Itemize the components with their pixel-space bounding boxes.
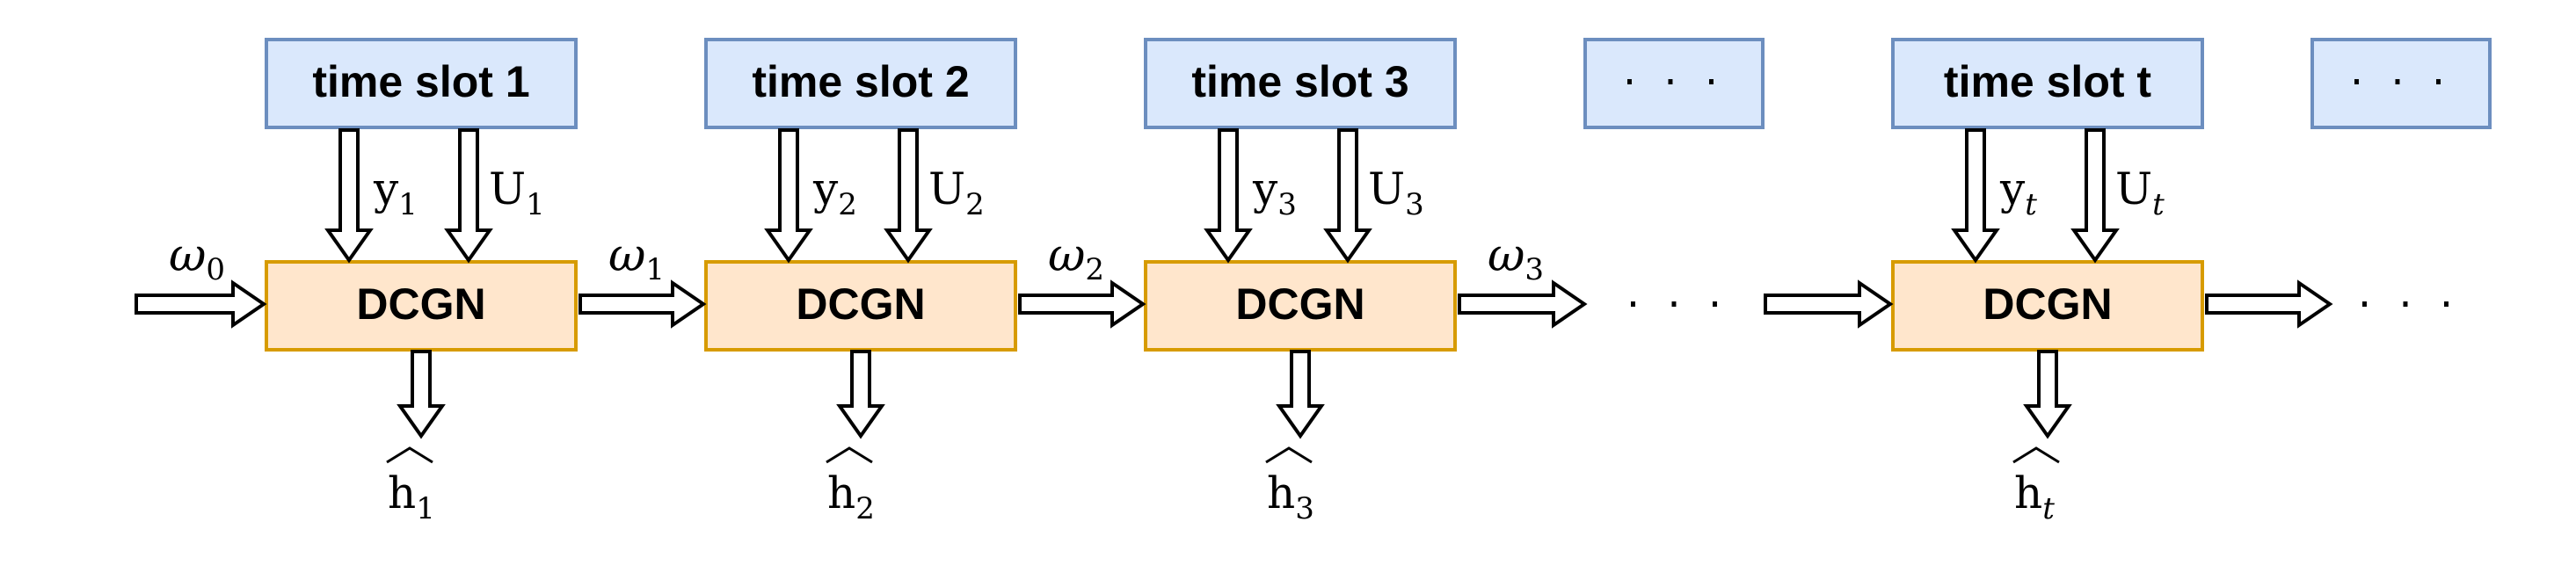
time-slot-1: time slot 1 <box>265 38 578 129</box>
time-slot-3: time slot 3 <box>1144 38 1457 129</box>
hat-icon <box>2012 446 2060 464</box>
h-arrow-1 <box>397 350 446 439</box>
time-slot-2-label: time slot 2 <box>752 57 969 106</box>
h-hat-output-t: ht <box>2012 446 2060 526</box>
omega-arrow-2 <box>1018 279 1146 329</box>
dcgn-block-1-label: DCGN <box>356 279 485 329</box>
y-label-t: yt <box>1999 163 2037 222</box>
dcgn-block-t: DCGN <box>1891 260 2204 352</box>
omega-arrow-0 <box>135 279 267 329</box>
u-arrow-3 <box>1323 128 1372 264</box>
hat-icon <box>386 446 433 464</box>
u-arrow-t <box>2070 128 2120 264</box>
y-label-3: y3 <box>1252 163 1297 222</box>
time-slot-ellipsis-2-label: · · · <box>2350 58 2452 107</box>
u-arrow-1 <box>444 128 493 264</box>
dcgn-block-t-label: DCGN <box>1983 279 2112 329</box>
dcgn-block-2-label: DCGN <box>796 279 925 329</box>
h-arrow-t <box>2023 350 2072 439</box>
continuation-dots-2: · · · <box>2358 280 2460 330</box>
dcgn-block-1: DCGN <box>265 260 578 352</box>
dcgn-block-3: DCGN <box>1144 260 1457 352</box>
time-slot-1-label: time slot 1 <box>312 57 529 106</box>
time-slot-2: time slot 2 <box>704 38 1017 129</box>
state-arrow-out-t <box>2205 279 2333 329</box>
y-arrow-3 <box>1204 128 1253 264</box>
h-hat-output-2: h2 <box>826 446 875 526</box>
continuation-dots-1: · · · <box>1626 280 1728 330</box>
omega-label-1: ω1 <box>608 229 665 287</box>
y-label-1: y1 <box>373 163 418 222</box>
y-label-2: y2 <box>812 163 857 222</box>
time-slot-3-label: time slot 3 <box>1191 57 1408 106</box>
u-arrow-2 <box>884 128 933 264</box>
dcgn-block-2: DCGN <box>704 260 1017 352</box>
omega-label-3: ω3 <box>1488 229 1544 287</box>
h-hat-label-3: h3 <box>1267 468 1314 526</box>
time-slot-t: time slot t <box>1891 38 2204 129</box>
y-arrow-t <box>1951 128 2000 264</box>
time-slot-ellipsis-1: · · · <box>1583 38 1765 129</box>
y-arrow-2 <box>764 128 813 264</box>
hat-icon <box>826 446 873 464</box>
time-slot-t-label: time slot t <box>1944 57 2151 106</box>
omega-arrow-1 <box>579 279 707 329</box>
state-arrow-into-t <box>1764 279 1894 329</box>
h-hat-label-2: h2 <box>827 468 875 526</box>
h-hat-output-1: h1 <box>386 446 435 526</box>
time-slot-ellipsis-1-label: · · · <box>1623 58 1725 107</box>
u-label-3: U3 <box>1368 163 1424 222</box>
u-label-1: U1 <box>489 163 545 222</box>
hat-icon <box>1265 446 1313 464</box>
u-label-2: U2 <box>928 163 985 222</box>
h-hat-label-1: h1 <box>388 468 435 526</box>
omega-label-2: ω2 <box>1048 229 1104 287</box>
time-slot-ellipsis-2: · · · <box>2310 38 2492 129</box>
h-hat-output-3: h3 <box>1265 446 1314 526</box>
y-arrow-1 <box>324 128 374 264</box>
omega-arrow-3 <box>1458 279 1588 329</box>
dcgn-block-3-label: DCGN <box>1235 279 1364 329</box>
u-label-t: Ut <box>2115 163 2165 222</box>
omega-label-0: ω0 <box>169 229 225 287</box>
h-arrow-2 <box>836 350 885 439</box>
h-hat-label-t: ht <box>2014 468 2055 526</box>
h-arrow-3 <box>1276 350 1325 439</box>
